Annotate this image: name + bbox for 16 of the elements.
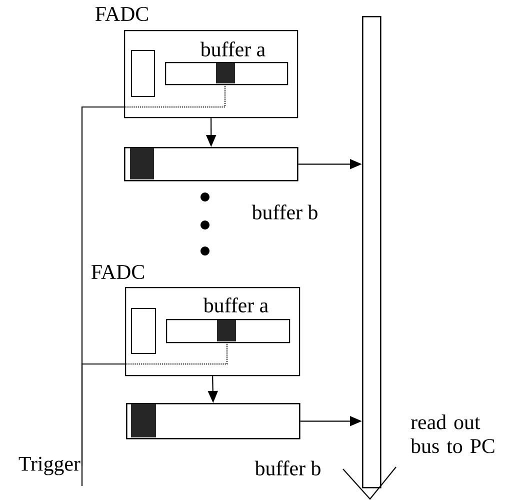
small-box [131,50,155,97]
buffer-bar [124,147,298,182]
node-label: buffer a [203,298,268,312]
small-box [131,308,156,354]
trigger-label: Trigger [18,456,80,476]
buffer-label: buffer b [252,204,318,220]
trigger-line [81,363,125,486]
buffer-bar: buffer a [166,298,290,344]
node-label: read out bus to PC [410,414,494,454]
bus-bar: read out bus to PC [342,16,494,500]
node-label: FADC [91,264,144,280]
node-label: buffer a [200,42,266,56]
buffer-bar [126,403,300,440]
buffer-bar: buffer a [165,42,288,86]
buffer-label: buffer b [254,460,320,476]
node-label: FADC [95,6,148,22]
